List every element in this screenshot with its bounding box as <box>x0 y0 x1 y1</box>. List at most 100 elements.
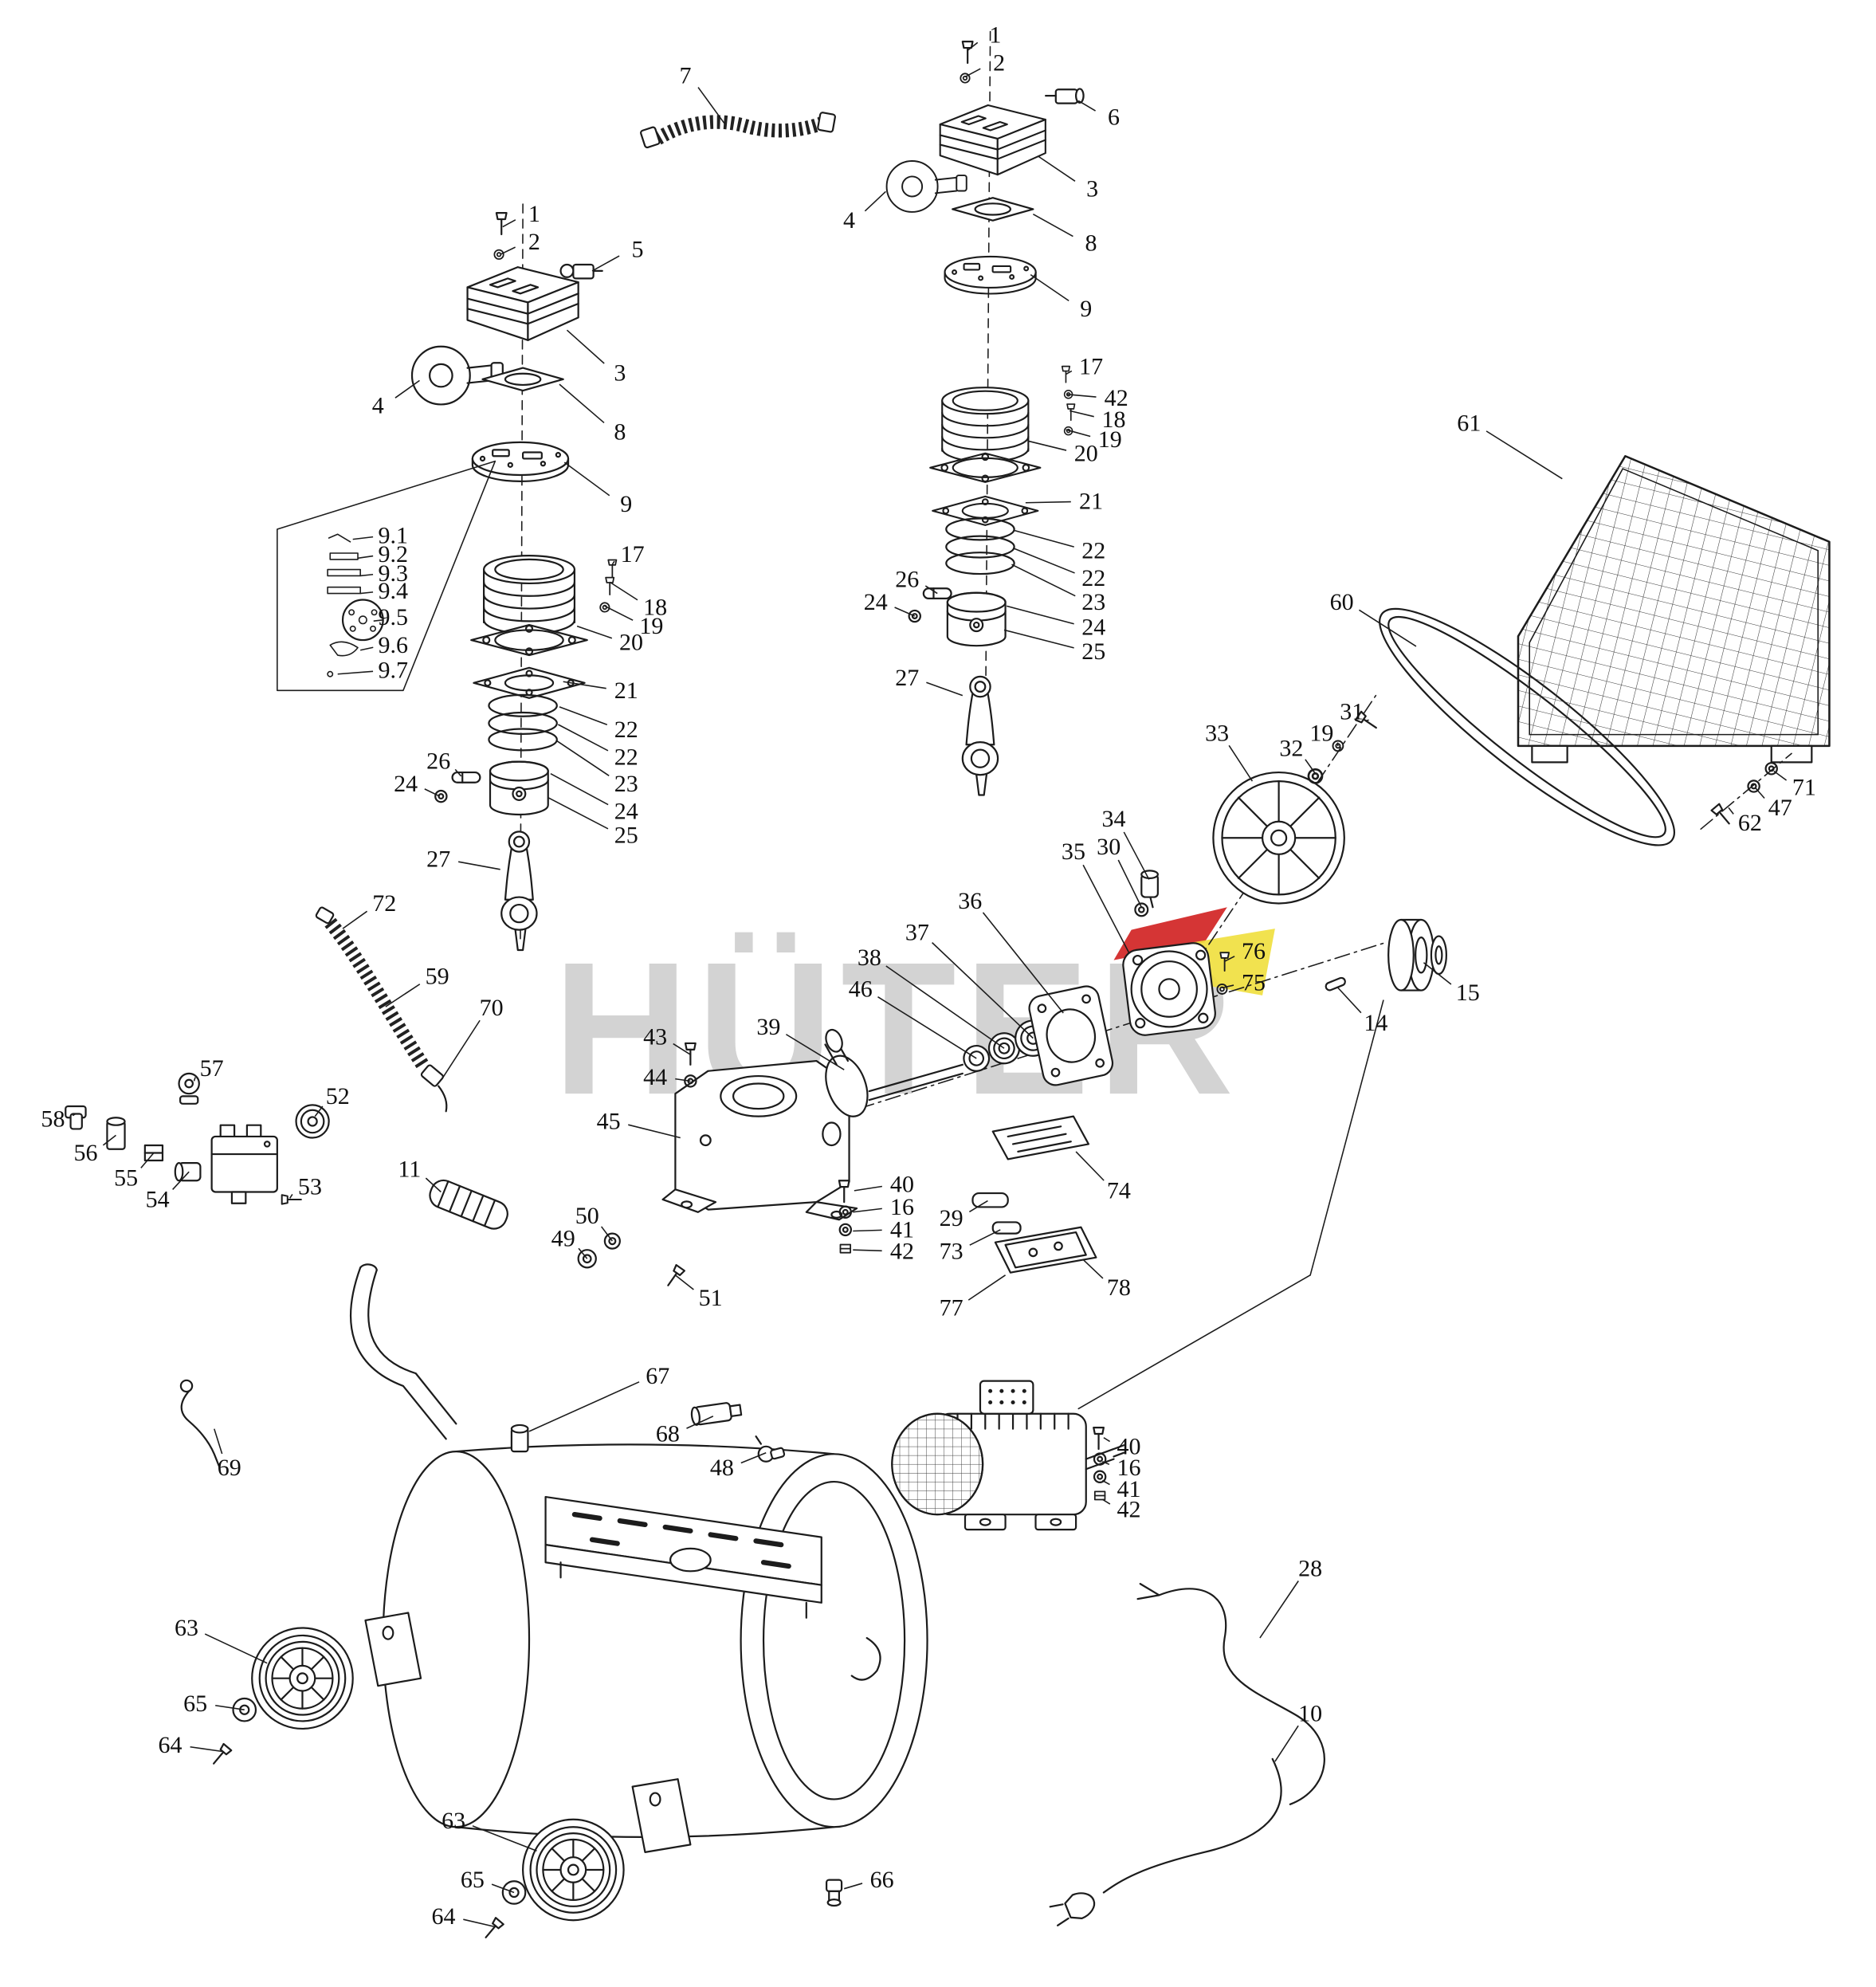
part-label-46: 46 <box>849 976 873 1002</box>
part-label-71: 71 <box>1792 775 1816 801</box>
part-label-1: 1 <box>528 201 540 227</box>
motor-pulley <box>1387 918 1447 992</box>
leader-line-64 <box>190 1745 222 1753</box>
wheel-screw-front <box>209 1742 233 1768</box>
part-label-32: 32 <box>1279 736 1303 762</box>
part-label-26: 26 <box>426 748 450 774</box>
leader-line-59 <box>385 984 421 1007</box>
part-label-53: 53 <box>298 1174 322 1200</box>
part-label-38: 38 <box>858 944 881 971</box>
leader-line-73 <box>969 1229 1001 1246</box>
leader-line-42 <box>1101 1498 1111 1505</box>
crankcase <box>661 1059 858 1221</box>
part-label-25: 25 <box>1081 638 1105 665</box>
leader-line-8 <box>559 383 605 424</box>
leader-line-29 <box>968 1200 988 1213</box>
motor-power-cable <box>1136 1583 1325 1805</box>
valve-stop <box>971 1192 1022 1235</box>
part-label-49: 49 <box>551 1225 575 1251</box>
part-label-34: 34 <box>1102 806 1126 832</box>
valve-keeper <box>329 641 359 657</box>
retaining-ring <box>1134 902 1149 917</box>
reed-valve <box>327 568 361 577</box>
tank-outlet-fitting <box>510 1423 529 1453</box>
leader-line-22 <box>558 724 609 752</box>
leader-line-23 <box>556 740 610 776</box>
leader-line-26 <box>924 585 938 595</box>
part-label-56: 56 <box>74 1140 98 1166</box>
bearing-cover <box>1122 942 1216 1036</box>
pressure-switch <box>210 1124 278 1204</box>
leader-line-52 <box>314 1105 324 1117</box>
part-label-43: 43 <box>643 1024 667 1050</box>
part-label-1: 1 <box>989 22 1001 49</box>
leader-line-1 <box>502 219 516 228</box>
leader-line-2 <box>500 246 516 256</box>
cylinder-head <box>466 266 579 341</box>
leader-line-55 <box>140 1152 155 1168</box>
part-label-22: 22 <box>614 717 638 743</box>
leader-line-42 <box>853 1249 882 1252</box>
leader-line-21 <box>1025 501 1071 504</box>
connecting-rod <box>500 831 538 952</box>
leader-line-40 <box>854 1185 882 1192</box>
part-label-64: 64 <box>432 1903 456 1930</box>
part-label-72: 72 <box>372 890 396 917</box>
leader-lines <box>72 41 1788 1927</box>
part-label-10: 10 <box>1298 1700 1322 1726</box>
leader-line-34 <box>1123 831 1150 880</box>
valve-pin <box>327 670 334 677</box>
leader-line-76 <box>1224 956 1235 962</box>
piston-pin <box>451 771 481 783</box>
part-label-2: 2 <box>993 50 1005 77</box>
leader-line-78 <box>1083 1259 1104 1279</box>
leader-line-53 <box>288 1194 293 1199</box>
leader-line-9.3 <box>360 573 374 577</box>
leader-line-24 <box>894 607 916 617</box>
part-label-40: 40 <box>890 1171 914 1197</box>
leader-line-25 <box>547 796 609 830</box>
spiral-hose <box>315 906 448 1113</box>
leader-line-11 <box>425 1177 442 1193</box>
leader-line-24 <box>424 788 441 797</box>
valve-tray <box>994 1226 1097 1274</box>
part-label-9.2: 9.2 <box>379 541 409 567</box>
tee-fitting <box>106 1117 126 1150</box>
leader-line-26 <box>454 768 462 777</box>
part-label-54: 54 <box>146 1186 170 1212</box>
leader-line-22 <box>1014 529 1074 548</box>
crankshaft-seal <box>963 1044 991 1072</box>
leader-line-21 <box>563 681 606 689</box>
unloader-valve <box>559 263 603 280</box>
part-label-36: 36 <box>958 888 982 914</box>
part-label-24: 24 <box>394 771 418 797</box>
leader-line-48 <box>740 1451 767 1464</box>
leader-line-68 <box>686 1416 714 1429</box>
leader-line-28 <box>1259 1581 1299 1639</box>
wheel-screw-rear <box>481 1917 504 1942</box>
leader-line-7 <box>697 87 725 124</box>
check-valve <box>690 1402 743 1426</box>
leader-line-65 <box>215 1704 245 1710</box>
part-label-20: 20 <box>1074 441 1098 467</box>
part-label-16: 16 <box>1117 1455 1140 1481</box>
part-label-19: 19 <box>1309 721 1333 747</box>
leader-line-51 <box>674 1274 694 1290</box>
head-gasket <box>952 197 1034 222</box>
flywheel-washer-large <box>1307 768 1324 784</box>
leader-line-39 <box>785 1034 845 1070</box>
head-screw <box>961 41 974 65</box>
air-filter <box>410 345 504 406</box>
piston <box>946 591 1007 647</box>
part-label-18: 18 <box>643 594 667 620</box>
part-label-4: 4 <box>372 393 384 419</box>
leader-line-69 <box>214 1428 223 1455</box>
leader-line-9.1 <box>352 536 374 540</box>
part-label-33: 33 <box>1205 721 1229 747</box>
leader-line-8 <box>1032 214 1073 238</box>
leader-line-20 <box>1027 440 1067 451</box>
shaft-key <box>1325 976 1346 992</box>
part-label-9: 9 <box>620 491 632 517</box>
